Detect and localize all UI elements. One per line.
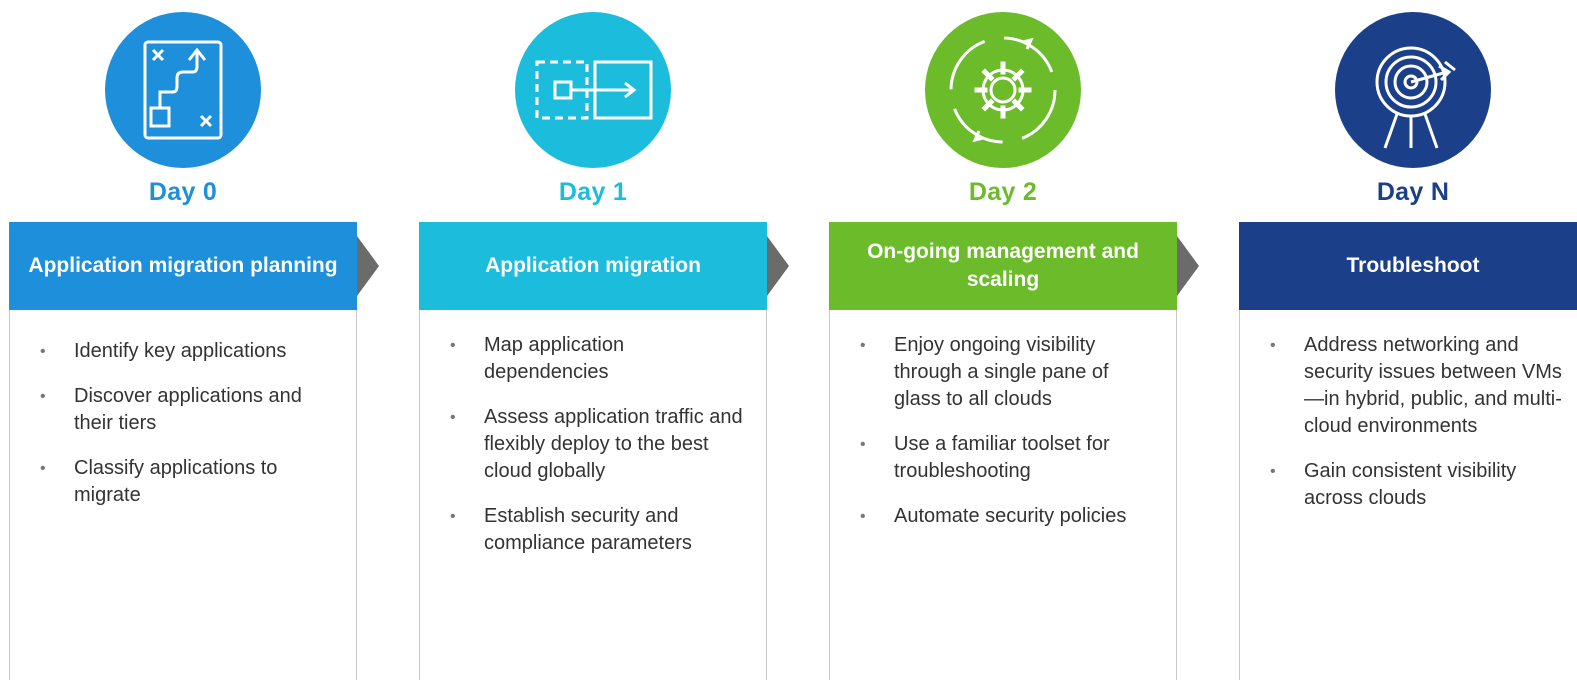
list-item: Identify key applications bbox=[36, 338, 336, 365]
chevron-right-icon bbox=[1177, 222, 1199, 310]
list-item: Address networking and security issues b… bbox=[1266, 332, 1566, 440]
list-item: Enjoy ongoing visibility through a singl… bbox=[856, 332, 1156, 413]
gear-cycle-icon bbox=[925, 12, 1081, 168]
column-day-1: Day 1 Application migration Map applicat… bbox=[419, 0, 767, 680]
chevron-right-icon bbox=[357, 222, 379, 310]
chevron-right-icon bbox=[767, 222, 789, 310]
stage-card: Enjoy ongoing visibility through a singl… bbox=[829, 310, 1177, 680]
day-label: Day 2 bbox=[968, 178, 1038, 206]
list-item: Map application dependencies bbox=[446, 332, 746, 386]
stage-card: Identify key applications Discover appli… bbox=[9, 310, 357, 680]
list-item: Gain consistent visibility across clouds bbox=[1266, 458, 1566, 512]
list-item: Classify applications to migrate bbox=[36, 455, 336, 509]
stage-card: Map application dependencies Assess appl… bbox=[419, 310, 767, 680]
move-box-icon bbox=[515, 12, 671, 168]
list-item: Discover applications and their tiers bbox=[36, 383, 336, 437]
stage-title: Application migration planning bbox=[9, 222, 357, 310]
day-label: Day 1 bbox=[558, 178, 628, 206]
migration-map-icon bbox=[105, 12, 261, 168]
list-item: Establish security and compliance parame… bbox=[446, 503, 746, 557]
list-item: Automate security policies bbox=[856, 503, 1156, 530]
stage-title: On-going management and scaling bbox=[829, 222, 1177, 310]
list-item: Assess application traffic and flexibly … bbox=[446, 404, 746, 485]
column-day-2: Day 2 On-going management and scaling En… bbox=[829, 0, 1177, 680]
list-item: Use a familiar toolset for troubleshooti… bbox=[856, 431, 1156, 485]
stage-title: Application migration bbox=[419, 222, 767, 310]
stage-card: Address networking and security issues b… bbox=[1239, 310, 1577, 680]
day-label: Day 0 bbox=[148, 178, 218, 206]
day-label: Day N bbox=[1376, 178, 1450, 206]
stage-title: Troubleshoot bbox=[1239, 222, 1577, 310]
column-day-n: Day N Troubleshoot Address networking an… bbox=[1239, 0, 1577, 680]
target-icon bbox=[1335, 12, 1491, 168]
column-day-0: Day 0 Application migration planning Ide… bbox=[9, 0, 357, 680]
